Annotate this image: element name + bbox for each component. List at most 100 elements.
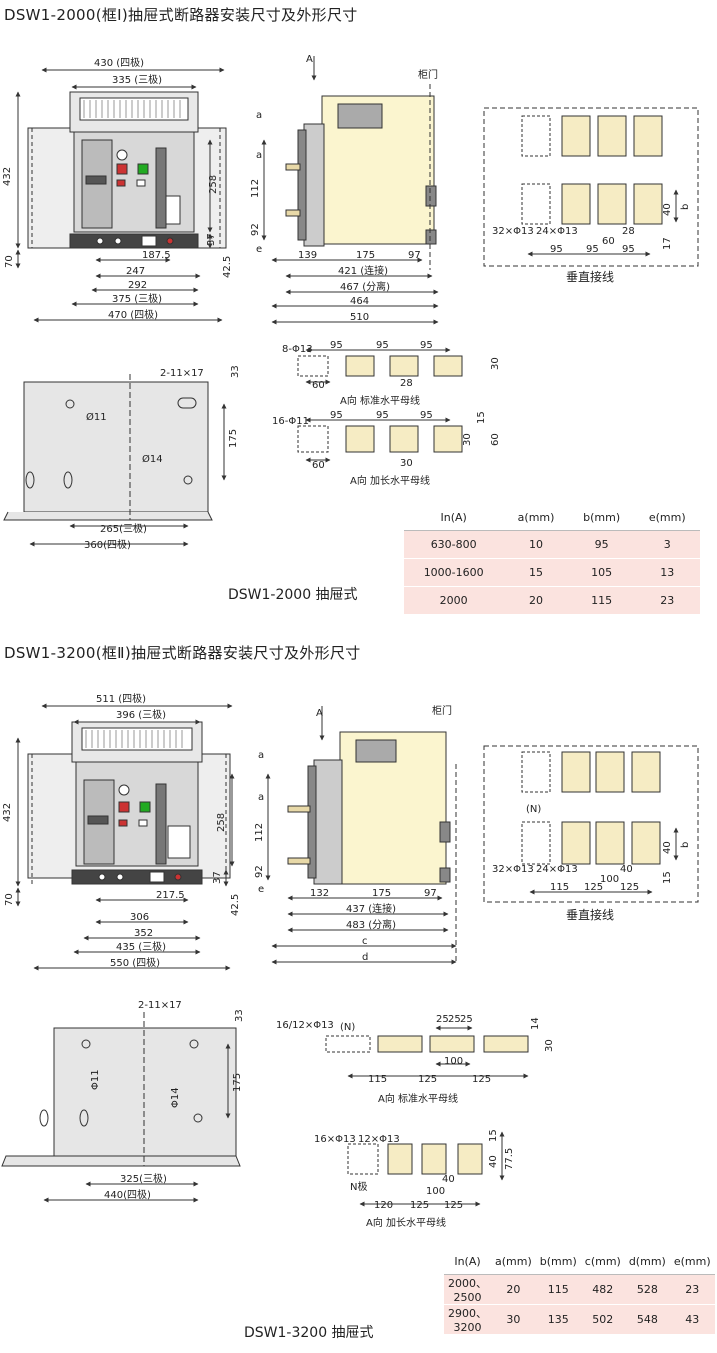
dim-label: a xyxy=(258,750,264,761)
dim-label: 435 (三极) xyxy=(116,940,166,953)
dim-label: 175 xyxy=(232,1073,243,1092)
s2-front-view xyxy=(15,703,235,971)
dim-label: 421 (连接) xyxy=(338,264,388,277)
s1-std-bus-dims: 8-Φ13 95 95 95 60 28 30 A向 标准水平母线 xyxy=(282,340,501,407)
s2-caption: DSW1-3200 抽屉式 xyxy=(244,1325,374,1341)
dim-label: 30 xyxy=(490,357,501,370)
dim-label: 100 xyxy=(444,1056,463,1067)
dim-label: 430 (四极) xyxy=(94,56,144,69)
dim-label: 120 xyxy=(374,1200,393,1211)
dim-label: 12×Φ13 xyxy=(358,1134,400,1145)
s1-front-view xyxy=(15,67,227,323)
dim-label: 464 xyxy=(350,296,369,307)
dim-label: 25 xyxy=(436,1014,449,1025)
dim-label: 33 xyxy=(230,365,241,378)
dim-label: 40 xyxy=(620,864,633,875)
dim-label: 37 xyxy=(212,871,223,884)
s1-std-bus xyxy=(297,347,463,385)
dim-label: 360(四极) xyxy=(84,538,131,551)
dim-label: 97 xyxy=(424,888,437,899)
dim-label: 187.5 xyxy=(142,250,171,261)
dim-label: 100 xyxy=(426,1186,445,1197)
dim-label: 70 xyxy=(4,255,15,268)
dim-label: 95 xyxy=(420,410,433,421)
dim-label: 24×Φ13 xyxy=(536,226,578,237)
n-label: (N) xyxy=(340,1022,355,1033)
dim-label: 60 xyxy=(312,380,325,391)
dim-label: 42.5 xyxy=(222,256,233,278)
dim-label: a xyxy=(256,150,262,161)
s2-ext-bus xyxy=(347,1131,505,1207)
dim-label: Φ11 xyxy=(90,1069,101,1090)
s2-ext-bus-dims: 16×Φ13 12×Φ13 N极 40 100 120 125 125 15 4… xyxy=(314,1129,515,1229)
dim-label: 95 xyxy=(622,244,635,255)
dim-label: 30 xyxy=(544,1039,555,1052)
dim-label: 32×Φ13 xyxy=(492,864,534,875)
section1-heading: DSW1-2000(框Ⅰ)抽屉式断路器安装尺寸及外形尺寸 xyxy=(4,6,358,24)
dim-label: 112 xyxy=(250,179,261,198)
dim-label: 258 xyxy=(216,813,227,832)
s2-std-bus xyxy=(325,1025,529,1079)
dim-label: 483 (分离) xyxy=(346,918,396,931)
arrow-a-label: A xyxy=(306,54,313,65)
dim-label: 16×Φ13 xyxy=(314,1134,356,1145)
s2-vertical-bus-dims: (N) 32×Φ13 24×Φ13 40 100 115 125 125 40 … xyxy=(492,804,691,893)
dim-label: 432 xyxy=(2,167,13,186)
dim-label: 247 xyxy=(126,266,145,277)
dim-label: 95 xyxy=(376,340,389,351)
dim-label: Ø11 xyxy=(86,411,107,423)
s1-side-view xyxy=(261,56,439,325)
dim-label: 125 xyxy=(444,1200,463,1211)
dim-label: 175 xyxy=(356,250,375,261)
dim-label: 115 xyxy=(550,882,569,893)
section2-heading: DSW1-3200(框Ⅱ)抽屉式断路器安装尺寸及外形尺寸 xyxy=(4,644,361,662)
dim-label: 70 xyxy=(4,893,15,906)
dim-label: Ø14 xyxy=(142,453,163,465)
s1-vertical-bus-caption: 垂直接线 xyxy=(566,270,615,284)
s2-mount-plate xyxy=(1,1012,241,1203)
s2-mount-dims: 2-11×17 33 Φ11 175 Φ14 325(三极) 440(四极) xyxy=(90,1000,245,1201)
dim-label: b xyxy=(680,842,691,848)
dim-label: a xyxy=(256,110,262,121)
dim-label: 139 xyxy=(298,250,317,261)
dim-label: 92 xyxy=(250,223,261,236)
dim-label: 30 xyxy=(462,433,473,446)
dim-label: 15 xyxy=(662,871,673,884)
dim-label: 95 xyxy=(330,340,343,351)
table-header: b(mm) xyxy=(535,1248,581,1275)
dim-label: 511 (四极) xyxy=(96,692,146,705)
dim-label: 28 xyxy=(400,378,413,389)
dim-label: 40 xyxy=(442,1174,455,1185)
s2-front-dims: 511 (四极) 396 (三极) 432 258 217.5 306 352 … xyxy=(2,692,241,969)
dim-label: 60 xyxy=(602,236,615,247)
dim-label: 30 xyxy=(400,458,413,469)
dim-label: 40 xyxy=(488,1155,499,1168)
s1-front-dims: 430 (四极) 335 (三极) 432 258 187.5 247 292 … xyxy=(2,56,233,321)
dim-label: 112 xyxy=(254,823,265,842)
dim-label: 60 xyxy=(490,433,501,446)
table-header: d(mm) xyxy=(624,1248,670,1275)
table-header: a(mm) xyxy=(503,504,569,531)
n-label: (N) xyxy=(526,804,541,815)
s2-side-view xyxy=(265,706,457,965)
dim-label: 125 xyxy=(472,1074,491,1085)
table-header: In(A) xyxy=(444,1248,491,1275)
table-header-row: In(A) a(mm) b(mm) c(mm) d(mm) e(mm) xyxy=(444,1248,715,1275)
dim-label: 440(四极) xyxy=(104,1188,151,1201)
dim-label: 510 xyxy=(350,312,369,323)
table-header: e(mm) xyxy=(634,504,700,531)
dim-label: 265(三极) xyxy=(100,522,147,535)
table-header: c(mm) xyxy=(580,1248,625,1275)
s2-vertical-bus-caption: 垂直接线 xyxy=(566,908,615,922)
dim-label: 14 xyxy=(530,1017,541,1030)
dim-label: 77.5 xyxy=(504,1148,515,1170)
s2-std-bus-dims: 16/12×Φ13 (N) 25 25 25 14 30 100 115 125… xyxy=(276,1014,555,1105)
arrow-a-label: A xyxy=(316,708,323,719)
dim-label: 16/12×Φ13 xyxy=(276,1020,334,1031)
dim-label: 25 xyxy=(448,1014,461,1025)
